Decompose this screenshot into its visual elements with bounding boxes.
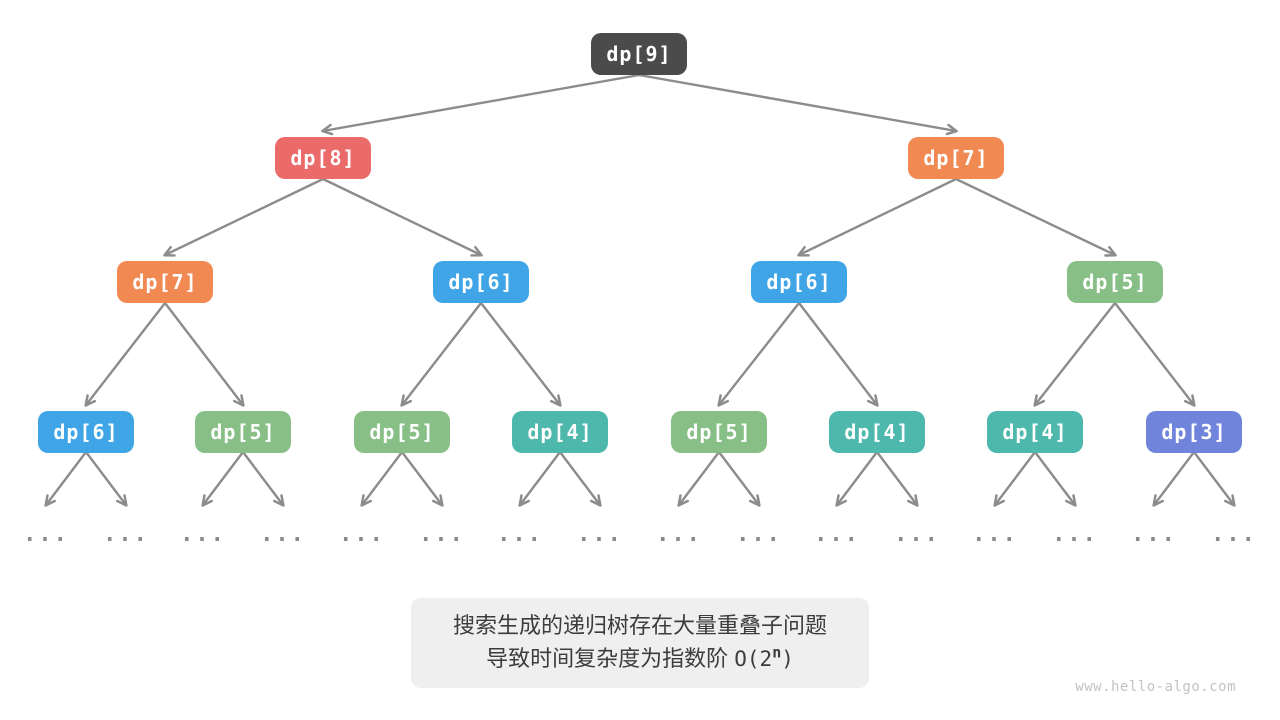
tree-node-dp5: dp[5] [1067,261,1163,303]
ellipsis: ... [1052,522,1098,547]
ellipsis: ... [497,522,543,547]
tree-node-dp6: dp[6] [433,261,529,303]
caption-line-2: 导致时间复杂度为指数阶 O(2n) [421,642,859,676]
tree-node-dp7: dp[7] [908,137,1004,179]
caption-box: 搜索生成的递归树存在大量重叠子问题 导致时间复杂度为指数阶 O(2n) [411,598,869,688]
tree-node-dp5: dp[5] [354,411,450,453]
tree-node-dp7: dp[7] [117,261,213,303]
ellipsis: ... [339,522,385,547]
tree-node-dp5: dp[5] [671,411,767,453]
ellipsis: ... [577,522,623,547]
tree-node-dp3: dp[3] [1146,411,1242,453]
tree-node-dp4: dp[4] [987,411,1083,453]
tree-node-dp9: dp[9] [591,33,687,75]
ellipsis: ... [1131,522,1177,547]
ellipsis: ... [1211,522,1257,547]
watermark-url: www.hello-algo.com [1075,679,1236,695]
ellipsis: ... [736,522,782,547]
ellipsis: ... [23,522,69,547]
caption-line-1: 搜索生成的递归树存在大量重叠子问题 [452,613,827,638]
tree-node-dp6: dp[6] [38,411,134,453]
complexity-formula-exponent: n [772,643,782,662]
complexity-formula-suffix: ) [781,647,794,671]
tree-node-dp6: dp[6] [751,261,847,303]
ellipsis: ... [656,522,702,547]
ellipsis: ... [814,522,860,547]
ellipsis: ... [972,522,1018,547]
ellipsis: ... [894,522,940,547]
tree-node-dp8: dp[8] [275,137,371,179]
tree-node-dp5: dp[5] [195,411,291,453]
ellipsis: ... [103,522,149,547]
tree-node-dp4: dp[4] [829,411,925,453]
ellipsis: ... [260,522,306,547]
ellipsis: ... [419,522,465,547]
tree-node-dp4: dp[4] [512,411,608,453]
ellipsis: ... [180,522,226,547]
caption-line-2-text: 导致时间复杂度为指数阶 [486,646,735,671]
complexity-formula-prefix: O(2 [734,647,773,671]
